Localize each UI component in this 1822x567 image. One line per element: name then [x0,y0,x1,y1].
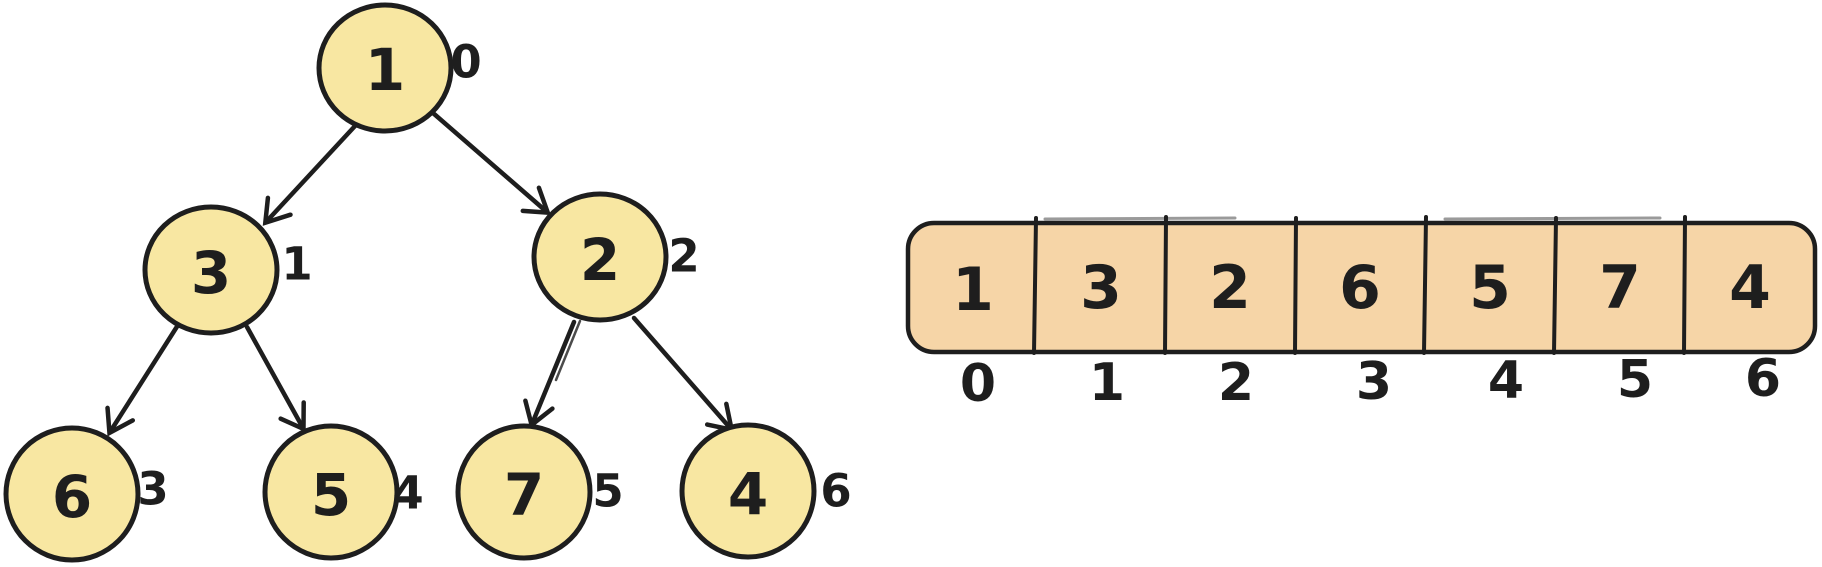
array-cell-divider [1682,215,1687,355]
array-index-label: 3 [1356,352,1392,412]
tree-node-value: 2 [580,226,620,294]
edge-node2-to-node4 [631,315,731,429]
tree-node-value: 7 [504,461,544,529]
edge-root-to-left-child [266,123,358,222]
array-sketch-line [1043,216,1237,221]
tree-node-index-label: 4 [392,467,423,520]
edge-node2-to-node7-sketch-stroke [554,319,582,382]
tree-node-7: 7 5 [455,423,624,561]
tree-edges [110,110,731,432]
array-index-label: 1 [1089,353,1125,413]
array-cell-divider [1293,216,1298,355]
tree-node-circle [142,204,280,336]
array-index-label: 0 [960,354,996,414]
tree-node-circle [531,191,669,323]
tree-node-value: 4 [728,460,768,528]
array-cell-value: 5 [1469,253,1511,323]
array-cell-divider [1552,216,1558,355]
array-index-label: 4 [1488,351,1524,411]
array-cell-divider [1163,215,1168,355]
tree-node-3: 3 1 [142,204,313,336]
tree-node-index-label: 0 [450,36,481,89]
array-cell-value: 1 [952,255,994,325]
tree-node-value: 3 [191,239,231,307]
array-cell-divider [1422,215,1428,355]
tree-node-circle [679,422,817,560]
tree-node-index-label: 3 [137,463,168,516]
tree-node-index-label: 5 [592,465,623,518]
tree: 1 0 3 1 2 2 6 3 5 4 7 5 4 [3,2,852,563]
array-cell-values: 1 3 2 6 5 7 4 [952,253,1771,325]
array-cell-value: 7 [1599,253,1641,323]
array-cell-dividers [1032,215,1687,355]
tree-node-4: 4 6 [679,422,852,560]
array-sketch-line [1443,216,1662,221]
array-cell-value: 4 [1729,253,1771,323]
tree-node-5: 5 4 [262,423,424,561]
tree-node-index-label: 6 [820,465,851,518]
array-index-labels: 0 1 2 3 4 5 6 [960,349,1781,414]
edge-node2-to-node7 [532,319,577,424]
edge-node3-to-node5 [244,324,303,428]
tree-node-circle [262,423,400,561]
tree-node-index-label: 2 [668,230,699,283]
tree-node-index-label: 1 [281,238,312,291]
tree-node-circle [3,425,141,563]
tree-node-value: 1 [365,36,405,104]
tree-node-value: 5 [311,461,351,529]
array-cell-value: 6 [1339,253,1381,323]
array-cell-divider [1032,216,1038,355]
tree-node-6: 6 3 [3,425,169,563]
array: 1 3 2 6 5 7 4 0 1 2 3 4 5 6 [905,215,1818,414]
edge-root-to-right-child [430,110,547,212]
array-index-label: 6 [1745,349,1781,409]
tree-node-circle [316,2,454,134]
tree-node-root: 1 0 [316,2,482,134]
array-index-label: 5 [1617,350,1653,410]
array-cell-value: 2 [1209,253,1251,323]
tree-node-value: 6 [52,463,92,531]
tree-node-circle [455,423,593,561]
edge-node3-to-node6 [110,322,181,432]
array-box [905,220,1818,355]
tree-node-2: 2 2 [531,191,700,323]
array-cell-value: 3 [1080,253,1122,323]
array-index-label: 2 [1218,353,1254,413]
